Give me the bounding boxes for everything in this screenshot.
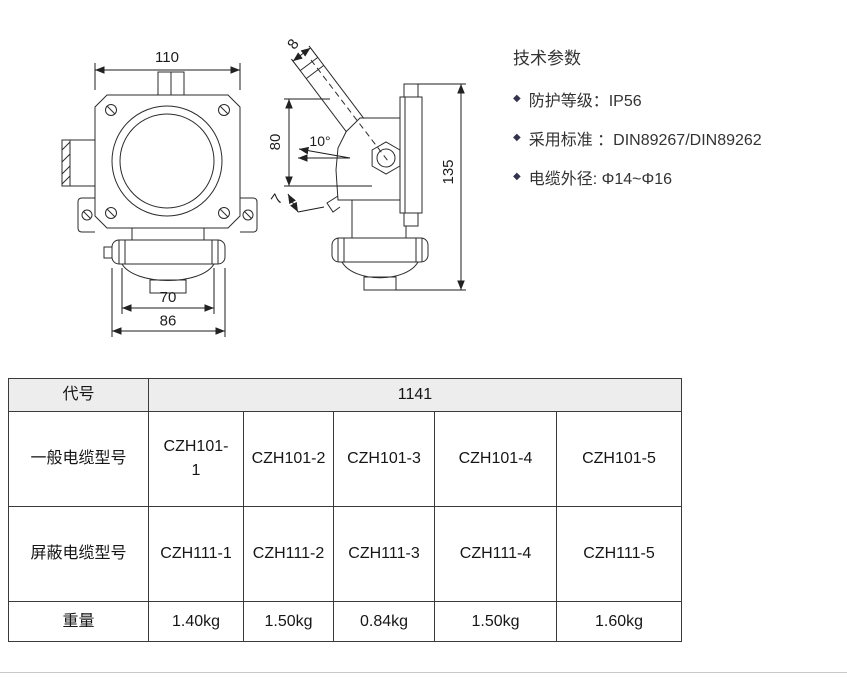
spec-item-text: 电缆外径: Φ14~Φ16 xyxy=(528,171,673,188)
diamond-bullet-icon: ◆ xyxy=(513,132,521,143)
table-row-code: 代号 1141 xyxy=(8,378,682,412)
dim-outer-width: 86 xyxy=(160,313,177,330)
dimension-lines xyxy=(94,45,466,337)
dim-top-width: 110 xyxy=(155,49,179,66)
diamond-bullet-icon: ◆ xyxy=(513,93,521,104)
row-label-cell: 重量 xyxy=(8,601,149,642)
table-cell: CZH101-3 xyxy=(333,411,435,507)
code-value-cell: 1141 xyxy=(148,378,682,412)
table-row-weight: 重量 1.40kg 1.50kg 0.84kg 1.50kg 1.60kg xyxy=(8,601,682,642)
table-row-general-cable: 一般电缆型号 CZH101-1 CZH101-2 CZH101-3 CZH101… xyxy=(8,411,682,507)
spec-item-standard: ◆ 采用标准 ：DIN89267/DIN89262 xyxy=(513,126,843,150)
dim-entry: 8 xyxy=(284,36,303,53)
dimension-labels: 110 70 86 8 80 10° 7 135 xyxy=(155,36,457,330)
dim-lip: 7 xyxy=(268,191,287,208)
spec-table: 代号 1141 一般电缆型号 CZH101-1 CZH101-2 CZH101-… xyxy=(8,378,682,642)
dim-body-height: 80 xyxy=(267,134,284,151)
spec-item-protection: ◆ 防护等级：IP56 xyxy=(513,87,843,111)
side-view-outline xyxy=(299,57,429,291)
table-cell: CZH101-5 xyxy=(556,411,682,507)
diamond-bullet-icon: ◆ xyxy=(513,171,521,182)
dim-inner-width: 70 xyxy=(160,289,177,306)
table-cell: CZH111-5 xyxy=(556,506,682,602)
table-cell: CZH101-1 xyxy=(148,411,244,507)
dim-total-height: 135 xyxy=(440,159,457,184)
front-view-outline xyxy=(61,71,258,294)
tech-params-section: 技术参数 ◆ 防护等级：IP56 ◆ 采用标准 ：DIN89267/DIN892… xyxy=(513,44,843,204)
table-cell: CZH111-3 xyxy=(333,506,435,602)
dim-angle: 10° xyxy=(309,133,330,149)
table-cell: CZH101-2 xyxy=(243,411,334,507)
table-row-shielded-cable: 屏蔽电缆型号 CZH111-1 CZH111-2 CZH111-3 CZH111… xyxy=(8,506,682,602)
row-label-cell: 一般电缆型号 xyxy=(8,411,149,507)
table-cell: 1.40kg xyxy=(148,601,244,642)
technical-drawing: 110 70 86 8 80 10° 7 135 xyxy=(61,36,466,337)
table-cell: 0.84kg xyxy=(333,601,435,642)
table-cell: 1.60kg xyxy=(556,601,682,642)
spec-item-cable-od: ◆ 电缆外径: Φ14~Φ16 xyxy=(513,165,843,189)
row-label-cell: 屏蔽电缆型号 xyxy=(8,506,149,602)
table-cell: CZH111-2 xyxy=(243,506,334,602)
code-label-cell: 代号 xyxy=(8,378,149,412)
table-cell: CZH111-4 xyxy=(434,506,557,602)
table-cell: CZH111-1 xyxy=(148,506,244,602)
table-cell: CZH101-4 xyxy=(434,411,557,507)
spec-item-text: 采用标准 ：DIN89267/DIN89262 xyxy=(528,132,762,149)
bottom-divider xyxy=(0,672,847,673)
tech-params-title: 技术参数 xyxy=(513,49,581,68)
table-cell: 1.50kg xyxy=(243,601,334,642)
spec-item-text: 防护等级：IP56 xyxy=(528,93,642,110)
table-cell: 1.50kg xyxy=(434,601,557,642)
